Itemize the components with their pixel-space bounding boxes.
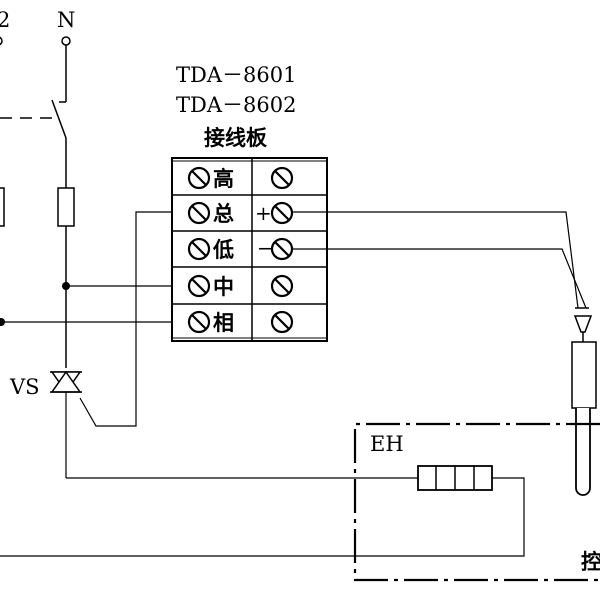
terminal-label-high: 高 <box>213 166 234 191</box>
temperature-sensor-probe <box>571 307 597 496</box>
enclosure-dashdot-border <box>353 422 600 582</box>
sensor-wire-plus <box>292 211 579 309</box>
switch-blade <box>51 99 67 139</box>
heater-return-wire <box>0 477 525 557</box>
fuse-left-partial <box>0 187 5 227</box>
sensor-tube <box>575 408 591 496</box>
terminal-sign-plus: + <box>255 201 272 225</box>
sensor-body <box>571 341 597 409</box>
sensor-connector <box>573 315 593 333</box>
model-label-1: TDA－8601 <box>176 63 296 87</box>
terminal-label-phase: 相 <box>213 310 234 335</box>
sensor-wire-minus <box>292 248 587 309</box>
terminal-sign-minus: − <box>257 236 274 260</box>
neutral-label: N <box>57 8 75 32</box>
terminal-circle-left <box>0 36 3 46</box>
terminal-label-2: 2 <box>0 8 10 32</box>
heater-label: EH <box>370 432 404 456</box>
fuse <box>57 187 75 227</box>
terminal-row-low: 低 − <box>187 236 294 262</box>
terminal-label-common: 总 <box>213 201 234 226</box>
neutral-terminal-circle <box>61 36 71 46</box>
gate-wire-to-common <box>79 211 194 427</box>
terminal-label-low: 低 <box>212 237 234 262</box>
terminal-row-middle: 中 <box>187 274 294 299</box>
board-title: 接线板 <box>204 125 268 150</box>
terminal-label-middle: 中 <box>213 274 234 299</box>
terminal-row-high: 高 <box>187 166 294 191</box>
bottom-right-label: 控 <box>581 549 600 574</box>
heater-enclosure <box>353 422 600 582</box>
terminal-row-phase: 相 <box>187 310 294 335</box>
terminal-row-common: 总 + <box>187 201 294 226</box>
model-label-2: TDA－8602 <box>176 93 296 117</box>
heater-element <box>417 465 493 491</box>
vs-label: VS <box>9 375 40 399</box>
